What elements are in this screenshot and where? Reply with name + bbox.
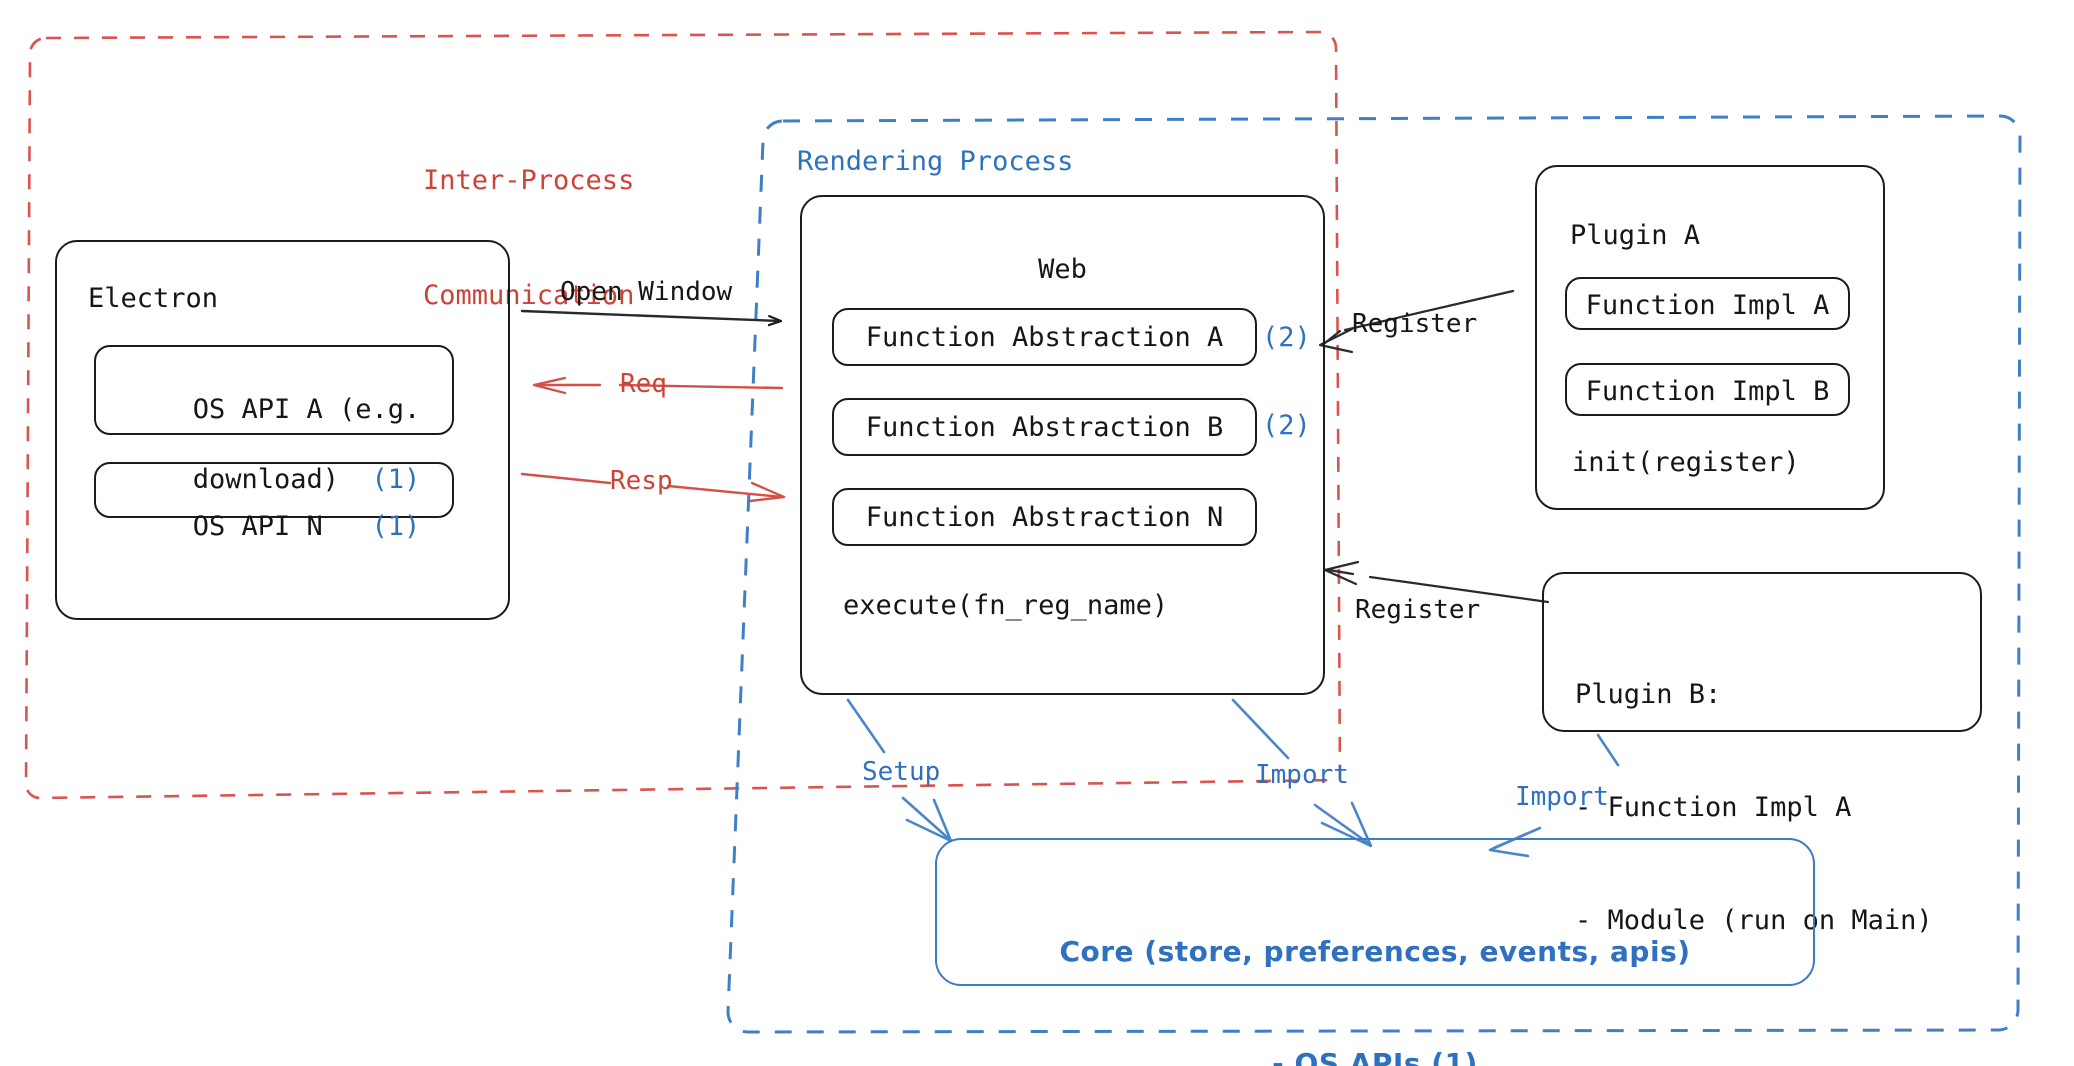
node-os-api-n-marker: (1): [371, 511, 421, 543]
node-core-line1: Core (store, preferences, events, apis): [1059, 935, 1691, 969]
node-os-api-n[interactable]: [94, 462, 454, 518]
node-function-abstraction-b-marker: (2): [1262, 410, 1311, 441]
node-function-impl-b[interactable]: [1565, 363, 1850, 416]
region-label-ipc-line1: Inter-Process: [423, 164, 635, 196]
node-function-abstraction-b-label: Function Abstraction B: [865, 412, 1224, 443]
edge-label-open-window: Open Window: [560, 277, 733, 307]
node-plugin-b-line2: - Function Impl A: [1575, 791, 1852, 823]
node-plugin-b-line1: Plugin B:: [1575, 678, 1722, 710]
node-web-footer: execute(fn_reg_name): [843, 590, 1169, 621]
node-function-impl-b-label: Function Impl B: [1585, 376, 1830, 407]
node-web[interactable]: [800, 195, 1325, 695]
edge-label-req: Req: [620, 369, 667, 399]
node-plugin-a-title: Plugin A: [1570, 220, 1701, 251]
edge-label-setup: Setup: [862, 757, 941, 787]
node-plugin-b-line3: - Module (run on Main): [1575, 905, 1933, 937]
node-function-abstraction-n[interactable]: [832, 488, 1257, 546]
edge-label-register-plugin-b: Register: [1355, 595, 1481, 625]
region-label-rendering: Rendering Process: [797, 146, 1074, 177]
node-function-abstraction-b[interactable]: [832, 398, 1257, 456]
node-os-api-a-line2: download): [192, 464, 340, 496]
node-os-api-a[interactable]: [94, 345, 454, 435]
node-os-api-n-label: OS API N (1): [94, 474, 454, 579]
node-function-abstraction-a[interactable]: [832, 308, 1257, 366]
node-plugin-a-footer: init(register): [1572, 447, 1800, 478]
node-plugin-a[interactable]: [1535, 165, 1885, 510]
edge-label-register-plugin-a: Register: [1352, 309, 1478, 339]
node-function-impl-a[interactable]: [1565, 277, 1850, 330]
node-os-api-a-line1: OS API A (e.g.: [192, 394, 421, 426]
region-label-ipc-line2: Communication: [423, 279, 635, 311]
edge-label-resp: Resp: [610, 466, 673, 496]
node-os-api-a-label: OS API A (e.g. download) (1): [94, 357, 454, 532]
node-function-abstraction-a-marker: (2): [1262, 322, 1311, 353]
node-core-label: Core (store, preferences, events, apis) …: [935, 859, 1815, 1066]
node-function-impl-a-label: Function Impl A: [1585, 290, 1830, 321]
node-os-api-n-text: OS API N: [192, 511, 323, 543]
node-function-abstraction-a-label: Function Abstraction A: [865, 322, 1224, 353]
edge-label-import-plugin-b: Import: [1515, 782, 1609, 812]
node-core[interactable]: [935, 838, 1815, 986]
node-plugin-b-label: Plugin B: - Function Impl A - Module (ru…: [1575, 600, 1933, 1016]
node-electron-title: Electron: [88, 283, 219, 314]
node-plugin-b[interactable]: [1542, 572, 1982, 732]
edge-label-import-web: Import: [1255, 760, 1349, 790]
node-web-title: Web: [1038, 254, 1087, 285]
node-function-abstraction-n-label: Function Abstraction N: [865, 502, 1224, 533]
node-core-line2: - OS APIs (1): [1272, 1047, 1478, 1066]
region-label-ipc: Inter-Process Communication: [423, 85, 634, 392]
node-electron[interactable]: [55, 240, 510, 620]
node-os-api-a-marker: (1): [371, 464, 421, 496]
